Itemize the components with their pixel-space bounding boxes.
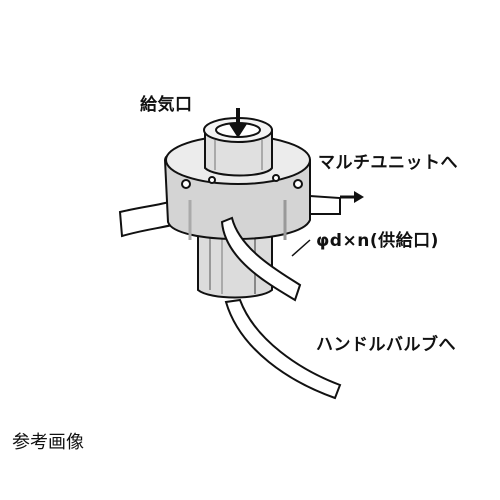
to-multi-unit-label: マルチユニットへ <box>318 153 458 173</box>
outlet-label: φd×n(供給口) <box>316 231 439 251</box>
leader-line <box>291 239 311 257</box>
handle-valve-tube <box>220 216 342 400</box>
multi-unit-arrow <box>340 191 364 203</box>
manifold-diagram <box>118 108 364 400</box>
top-inlet <box>203 117 273 177</box>
supply-port-label: 給気口 <box>140 95 193 115</box>
supply-arrow <box>229 108 247 138</box>
to-handle-valve-label: ハンドルバルブへ <box>316 335 456 355</box>
reference-image-caption: 参考画像 <box>12 432 84 453</box>
